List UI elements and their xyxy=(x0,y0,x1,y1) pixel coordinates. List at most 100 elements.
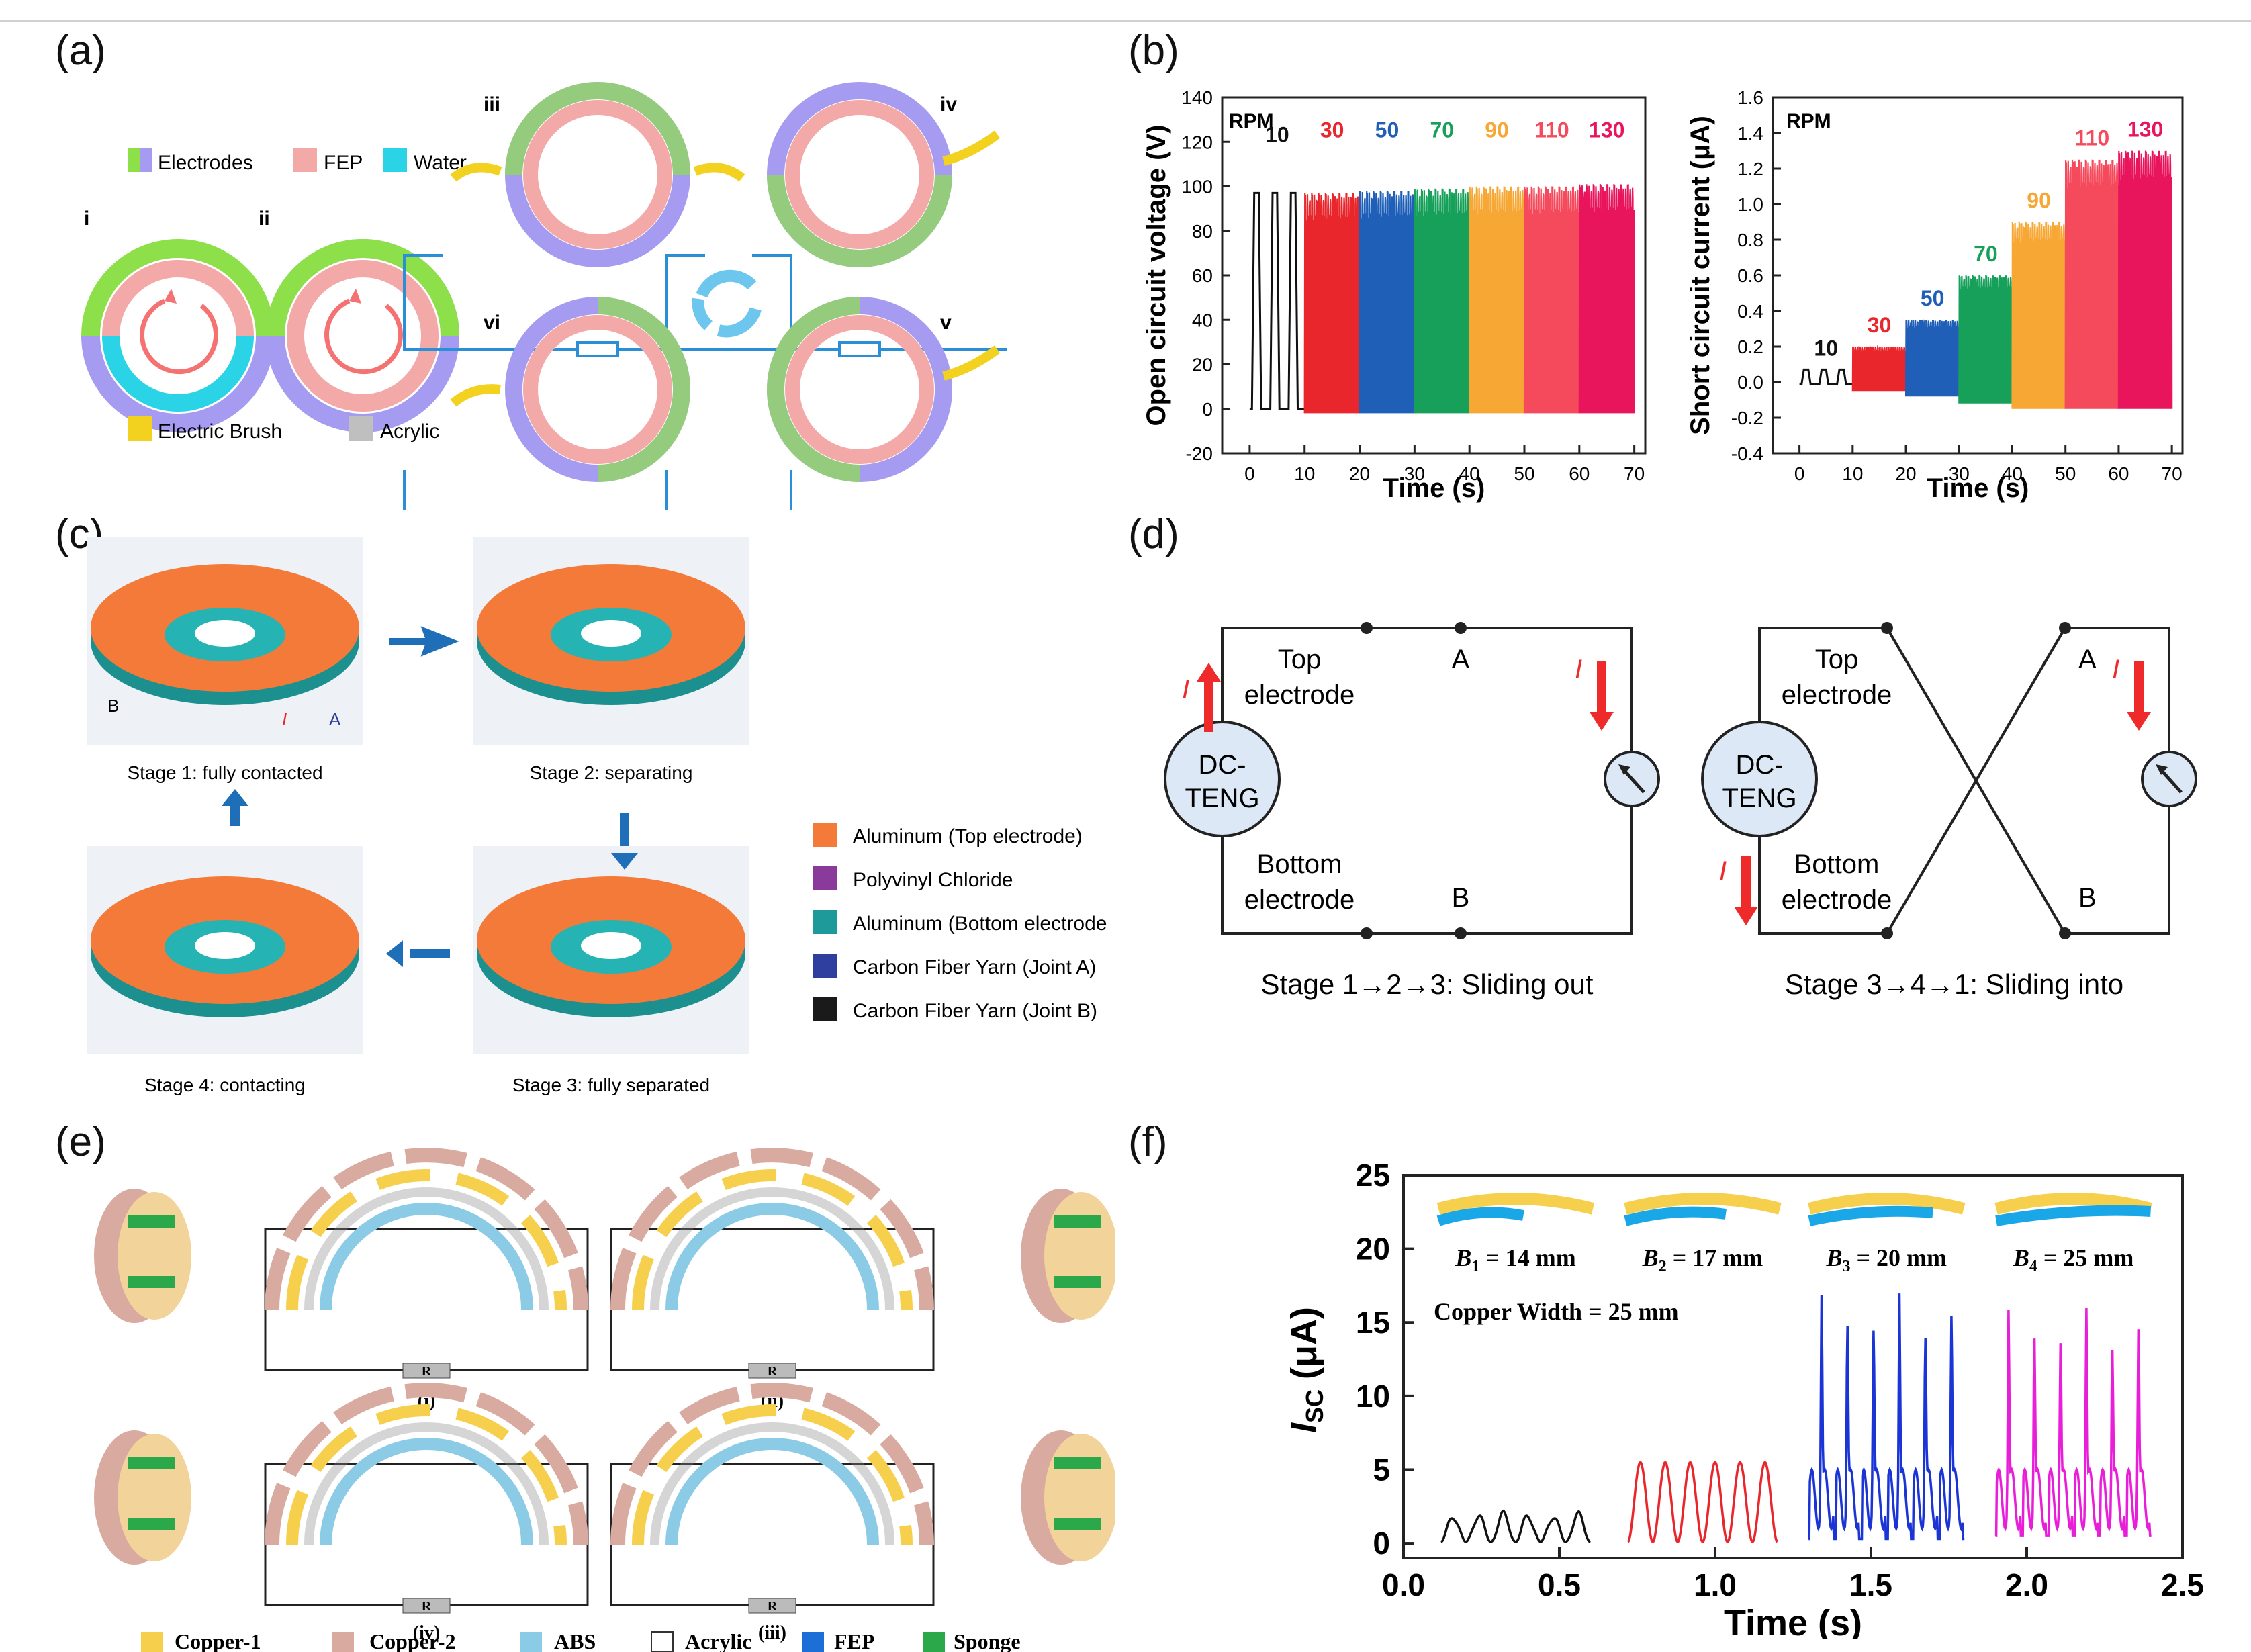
d-left-a: A xyxy=(1452,645,1470,674)
chart-b-current-ylabel: Short circuit current (μA) xyxy=(1686,116,1715,435)
ring-iii xyxy=(403,82,792,357)
panel-a-schematic: Electrodes FEP Water i ii Electric Brush… xyxy=(81,82,1007,510)
b2-series-label-70: 70 xyxy=(1974,242,1998,266)
chart-f-annotation: Copper Width = 25 mm xyxy=(1434,1298,1679,1325)
chart-b-current-xlabel: Time (s) xyxy=(1927,473,2029,503)
e-legend-0: Copper-1 xyxy=(175,1629,261,1652)
b2-xtick-label: 70 xyxy=(2162,463,2183,484)
b2-ytick-label: 1.6 xyxy=(1737,87,1763,108)
b1-series-label-30: 30 xyxy=(1320,118,1344,142)
d-left-source-1: DC- xyxy=(1198,750,1246,780)
b2-ytick-label: 0.2 xyxy=(1737,336,1763,357)
b1-series-label-70: 70 xyxy=(1430,118,1454,142)
b2-series-label-110: 110 xyxy=(2075,126,2110,150)
b2-ytick-label: 0.0 xyxy=(1737,372,1763,393)
f-fep-arc-icon xyxy=(1808,1205,1933,1226)
f-xtick-label: 1.0 xyxy=(1694,1567,1737,1602)
b1-xtick-label: 10 xyxy=(1294,463,1315,484)
c-legend-2: Aluminum (Bottom electrode xyxy=(853,913,1107,935)
top-border-line xyxy=(0,20,2251,22)
legend-swatch-brush xyxy=(128,416,152,441)
cycle-arrows-icon xyxy=(692,269,762,338)
panel-c-diagram: B A I Stage 1: fully contacted Stage 2: … xyxy=(87,537,1107,1095)
ring-i xyxy=(81,239,275,432)
c-legend-1: Polyvinyl Chloride xyxy=(853,869,1013,891)
legend-brush: Electric Brush xyxy=(158,420,282,443)
d-left-top-2: electrode xyxy=(1244,680,1355,710)
b2-xtick-label: 50 xyxy=(2055,463,2076,484)
f-xtick-label: 2.0 xyxy=(2005,1567,2048,1602)
panel-b-label: (b) xyxy=(1128,28,1179,74)
d-right-top-1: Top xyxy=(1815,645,1859,674)
f-fep-arc-icon xyxy=(1995,1205,2152,1226)
label-v: v xyxy=(940,312,952,334)
b1-ytick-label: 60 xyxy=(1192,265,1213,286)
d-right-a: A xyxy=(2078,645,2097,674)
b2-xtick-label: 0 xyxy=(1794,463,1805,484)
c-legend-3: Carbon Fiber Yarn (Joint A) xyxy=(853,956,1096,978)
stage-2-caption: Stage 2: separating xyxy=(530,762,693,783)
chart-b-voltage-legend: RPM xyxy=(1229,110,1274,132)
c1-point-a: A xyxy=(329,709,341,729)
e-legend-3: Acrylic xyxy=(685,1629,752,1652)
b2-ytick-label: 0.4 xyxy=(1737,301,1763,322)
chart-b-current: Short circuit current (μA) Time (s) RPM … xyxy=(1686,87,2184,503)
f-b-label-4: B4 = 25 mm xyxy=(2013,1244,2134,1275)
stage-4-caption: Stage 4: contacting xyxy=(144,1074,306,1095)
b2-series-90 xyxy=(2011,222,2066,409)
b1-xtick-label: 0 xyxy=(1244,463,1255,484)
b1-ytick-label: 140 xyxy=(1181,87,1213,108)
c1-current: I xyxy=(282,709,287,729)
b1-series-130 xyxy=(1578,184,1635,414)
d-right-b: B xyxy=(2078,883,2097,913)
legend-acrylic: Acrylic xyxy=(380,420,439,443)
b1-series-10 xyxy=(1249,191,1305,410)
panel-f-label: (f) xyxy=(1128,1119,1168,1165)
e-sub-i: R (i) xyxy=(264,1155,589,1412)
e-sub-ii: R (ii) xyxy=(610,1155,935,1412)
chart-f-frame xyxy=(1402,1174,2184,1559)
e-legend-2: ABS xyxy=(554,1629,596,1652)
d-left-current-right: I xyxy=(1575,655,1582,684)
chart-b-voltage: Open circuit voltage (V) Time (s) RPM 14… xyxy=(1142,87,1647,503)
e-sub-iii: R (iii) xyxy=(610,1390,935,1643)
b2-series-30 xyxy=(1851,345,1907,392)
b1-ytick-label: 40 xyxy=(1192,310,1213,330)
f-series-1 xyxy=(1440,1509,1591,1543)
e-ii-resistor: R xyxy=(768,1364,778,1379)
f-xtick-label: 1.5 xyxy=(1849,1567,1892,1602)
panel-e-legend: Copper-1 Copper-2 ABS Acrylic FEP Sponge xyxy=(141,1629,1021,1652)
b2-series-label-30: 30 xyxy=(1868,313,1892,337)
f-b-label-3: B3 = 20 mm xyxy=(1825,1244,1947,1275)
d-left-source xyxy=(1164,721,1281,837)
f-copper-arc-icon xyxy=(1994,1193,2152,1215)
e-sub-iv: R (iv) xyxy=(264,1390,589,1643)
stage-1-caption: Stage 1: fully contacted xyxy=(127,762,322,783)
b1-xtick-label: 40 xyxy=(1459,463,1480,484)
d-right-current-right: I xyxy=(2112,655,2119,684)
b1-ytick-label: 20 xyxy=(1192,355,1213,375)
b1-series-label-130: 130 xyxy=(1589,118,1624,142)
legend-swatch-acrylic xyxy=(349,416,373,441)
b1-series-70 xyxy=(1414,188,1471,414)
d-right-caption: Stage 3→4→1: Sliding into xyxy=(1785,968,2123,1000)
f-xtick-label: 0.5 xyxy=(1538,1567,1581,1602)
f-copper-arc-icon xyxy=(1624,1193,1782,1215)
b1-ytick-label: -20 xyxy=(1186,443,1213,464)
b2-ytick-label: 1.2 xyxy=(1737,158,1763,179)
b2-xtick-label: 20 xyxy=(1895,463,1916,484)
f-ytick-label: 0 xyxy=(1373,1526,1390,1561)
b2-series-50 xyxy=(1905,319,1960,397)
panel-c-legend: Aluminum (Top electrode) Polyvinyl Chlor… xyxy=(813,823,1107,1022)
c-legend-4: Carbon Fiber Yarn (Joint B) xyxy=(853,1000,1097,1022)
e-legend-1: Copper-2 xyxy=(369,1629,456,1652)
f-fep-arc-icon xyxy=(1624,1206,1727,1226)
f-xtick-label: 2.5 xyxy=(2161,1567,2204,1602)
panel-a-label: (a) xyxy=(55,28,106,74)
d-left-b: B xyxy=(1452,883,1470,913)
b1-series-label-10: 10 xyxy=(1265,122,1289,146)
panel-e-diagram: R (i) R (ii) R (iv) R (iii) Copper-1 Cop… xyxy=(94,1142,1115,1652)
chart-f-xlabel: Time (s) xyxy=(1724,1603,1862,1639)
b2-series-130 xyxy=(2117,150,2173,409)
d-left-source-2: TENG xyxy=(1185,784,1259,813)
